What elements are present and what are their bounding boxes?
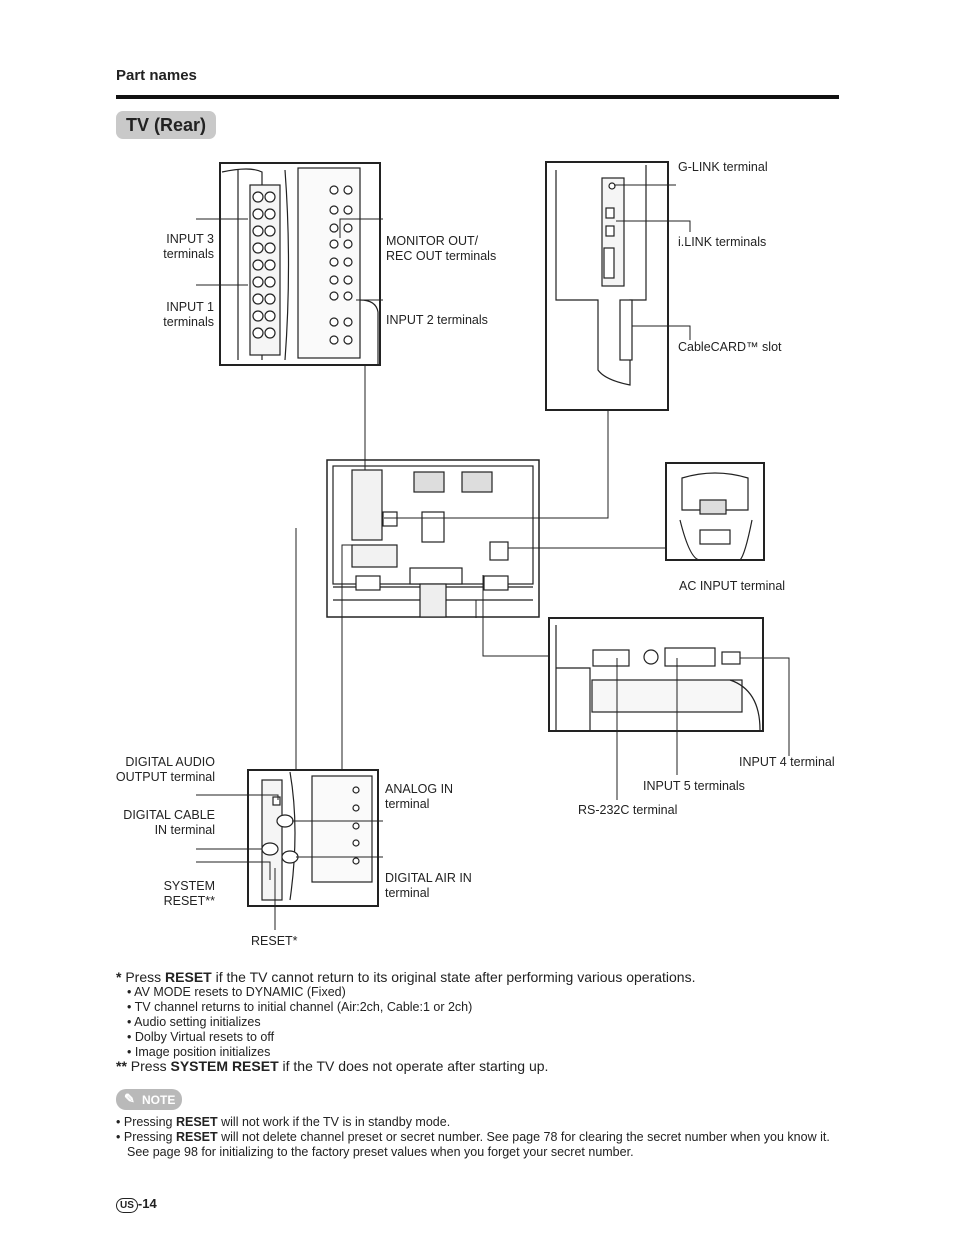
- ilink-label: i.LINK terminals: [678, 235, 767, 249]
- ac-input-panel: [665, 462, 765, 561]
- list-item: • Image position initializes: [127, 1045, 271, 1059]
- note-badge: ✎ NOTE: [116, 1089, 182, 1110]
- glink-label: G-LINK terminal: [678, 160, 768, 174]
- region-badge: US: [116, 1198, 138, 1213]
- list-item: • Audio setting initializes: [127, 1015, 261, 1029]
- input-terminals-panel: [219, 162, 381, 366]
- system-reset-footnote: ** Press SYSTEM RESET if the TV does not…: [116, 1058, 549, 1074]
- pencil-icon: ✎: [124, 1091, 135, 1106]
- input4-label: INPUT 4 terminal: [739, 755, 835, 769]
- list-item: • Pressing RESET will not delete channel…: [116, 1130, 830, 1159]
- ac-input-label: AC INPUT terminal: [679, 579, 786, 593]
- pc-input-panel: [548, 617, 764, 732]
- list-item: • Dolby Virtual resets to off: [127, 1030, 275, 1044]
- page-title: TV (Rear): [116, 111, 216, 139]
- ilink-panel: [545, 161, 669, 411]
- rs232c-label: RS-232C terminal: [578, 803, 678, 817]
- list-item: • TV channel returns to initial channel …: [127, 1000, 473, 1014]
- cablecard-label: CableCARD™ slot: [678, 340, 782, 354]
- monitor-out-label: MONITOR OUT/REC OUT terminals: [386, 234, 497, 263]
- reset-items-list: • AV MODE resets to DYNAMIC (Fixed) • TV…: [127, 985, 472, 1060]
- reset-label: RESET*: [251, 934, 298, 948]
- input2-label: INPUT 2 terminals: [386, 313, 488, 327]
- section-heading: Part names: [116, 67, 197, 84]
- page-number: US-14: [116, 1196, 157, 1213]
- list-item: • AV MODE resets to DYNAMIC (Fixed): [127, 985, 346, 999]
- input5-label: INPUT 5 terminals: [643, 779, 745, 793]
- header-rule: [116, 95, 839, 99]
- reset-footnote: * Press RESET if the TV cannot return to…: [116, 969, 696, 985]
- digital-panel: [247, 769, 379, 907]
- note-list: • Pressing RESET will not work if the TV…: [116, 1115, 846, 1160]
- list-item: • Pressing RESET will not work if the TV…: [116, 1115, 451, 1129]
